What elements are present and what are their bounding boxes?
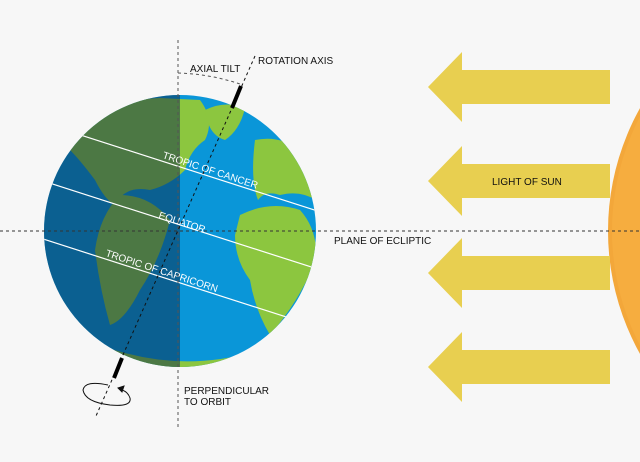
light-arrow [428,52,610,122]
earth-globe [44,95,316,367]
light-arrow [428,238,610,308]
sun-light-arrows [428,52,610,402]
perpendicular-label-line2: TO ORBIT [184,397,231,408]
rotation-axis-label: ROTATION AXIS [258,56,334,67]
rotation-direction-icon [82,382,131,406]
light-arrow [428,146,610,216]
perpendicular-label-line1: PERPENDICULAR [184,386,269,397]
light-of-sun-label: LIGHT OF SUN [492,177,562,188]
plane-of-ecliptic-label: PLANE OF ECLIPTIC [334,236,431,247]
light-arrow [428,332,610,402]
axial-tilt-label: AXIAL TILT [190,64,240,75]
axial-tilt-arc [177,72,241,85]
